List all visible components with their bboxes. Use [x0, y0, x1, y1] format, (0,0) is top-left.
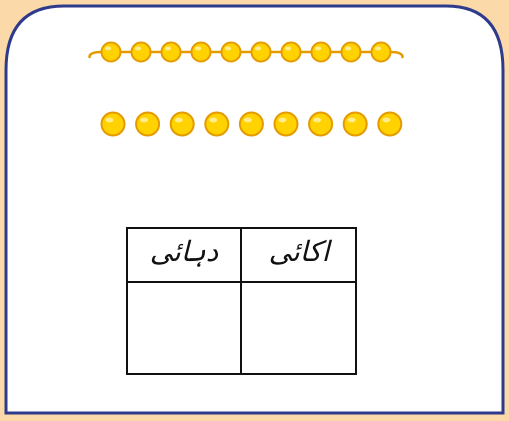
loose-bead [377, 111, 403, 137]
bead-highlight [254, 46, 262, 51]
strung-bead [190, 41, 212, 63]
loose-bead-row [100, 111, 403, 137]
bead-highlight [164, 46, 172, 51]
bead-highlight [344, 46, 352, 51]
strung-bead [100, 41, 122, 63]
bead-highlight [105, 117, 114, 123]
bead-highlight [314, 46, 322, 51]
loose-bead [135, 111, 161, 137]
strung-bead [250, 41, 272, 63]
strung-bead [280, 41, 302, 63]
place-value-table [126, 227, 357, 375]
bead-highlight [209, 117, 218, 123]
activity-card [4, 4, 505, 415]
strung-bead [130, 41, 152, 63]
loose-bead [238, 111, 264, 137]
bead-highlight [174, 117, 183, 123]
bead-highlight [104, 46, 112, 51]
loose-bead [273, 111, 299, 137]
loose-bead [308, 111, 334, 137]
loose-bead [342, 111, 368, 137]
loose-bead [169, 111, 195, 137]
tens-column-header: دہائی [149, 235, 219, 268]
bead-highlight [374, 46, 382, 51]
bead-highlight [347, 117, 356, 123]
bead-highlight [284, 46, 292, 51]
bead-highlight [194, 46, 202, 51]
bead-highlight [134, 46, 142, 51]
strung-bead [220, 41, 242, 63]
bead-string [88, 50, 404, 59]
strung-bead [340, 41, 362, 63]
bead-highlight [313, 117, 322, 123]
ones-column-header: اکائی [268, 235, 330, 268]
loose-bead [204, 111, 230, 137]
bead-highlight [140, 117, 149, 123]
strung-bead-row [88, 41, 404, 63]
strung-bead [160, 41, 182, 63]
bead-highlight [243, 117, 252, 123]
strung-bead [310, 41, 332, 63]
strung-bead [370, 41, 392, 63]
loose-bead [100, 111, 126, 137]
bead-highlight [278, 117, 287, 123]
bead-highlight [382, 117, 391, 123]
bead-highlight [224, 46, 232, 51]
